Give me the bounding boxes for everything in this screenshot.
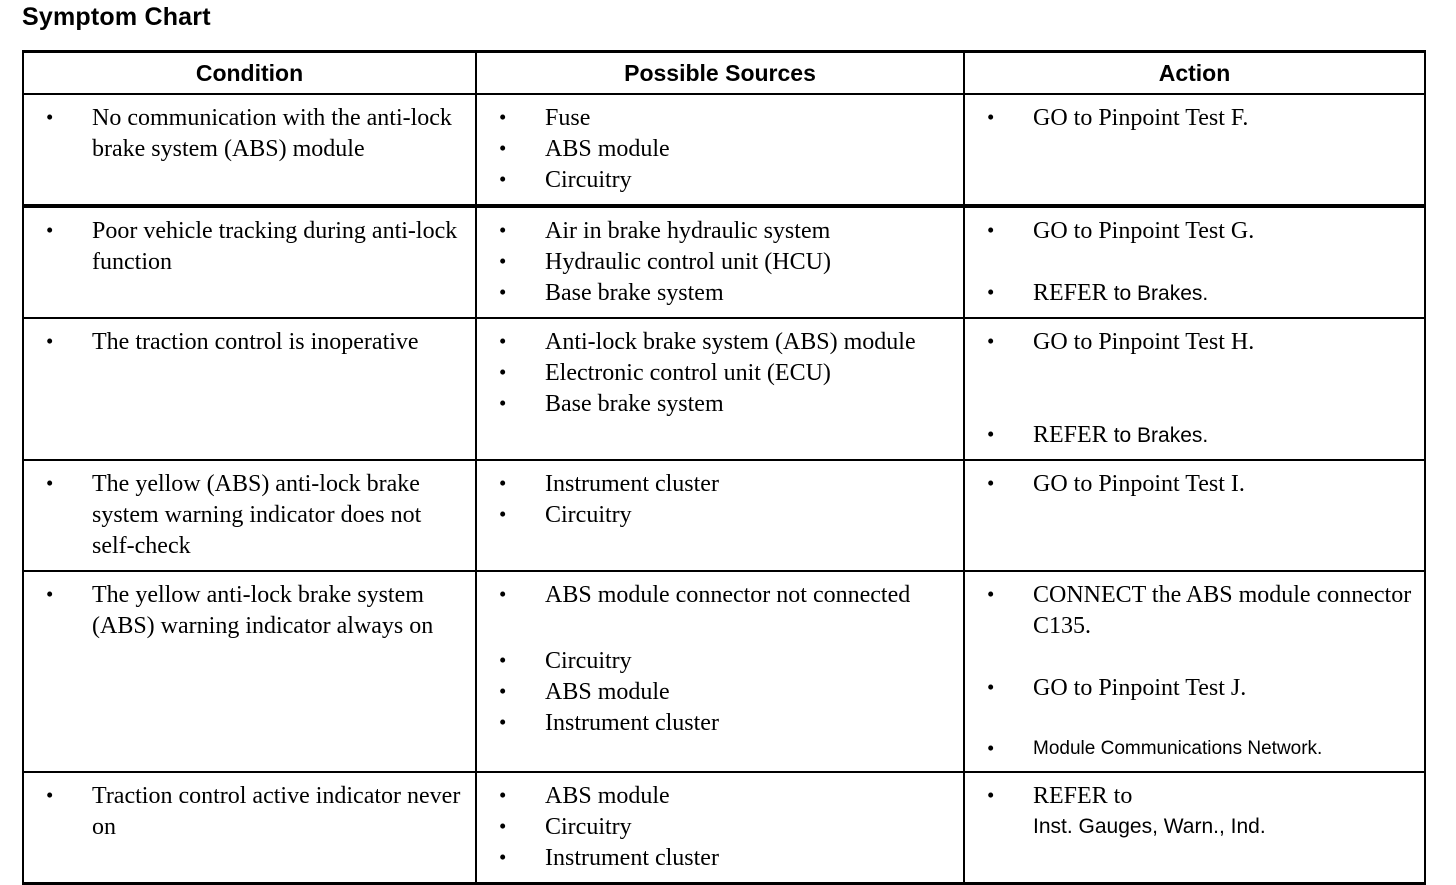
list-item: ABS module: [495, 676, 957, 708]
list-item: No communication with the anti-lock brak…: [42, 102, 469, 165]
list-item: GO to Pinpoint Test G.: [983, 215, 1418, 247]
action-bullet-list: CONNECT the ABS module connector C135. G…: [965, 572, 1424, 771]
cell-action: GO to Pinpoint Test G. REFER to Brakes.: [963, 205, 1426, 319]
list-item: The yellow (ABS) anti-lock brake system …: [42, 468, 469, 562]
list-item: Traction control active indicator never …: [42, 780, 469, 843]
action-bullet-list: REFER to Inst. Gauges, Warn., Ind.: [965, 773, 1424, 850]
list-item: GO to Pinpoint Test J.: [983, 672, 1418, 704]
list-item: Circuitry: [495, 164, 957, 196]
list-item: Circuitry: [495, 499, 957, 531]
list-item: GO to Pinpoint Test H.: [983, 326, 1418, 358]
list-item: Anti-lock brake system (ABS) module: [495, 326, 957, 358]
list-item: Electronic control unit (ECU): [495, 357, 957, 389]
table-header-row: Condition Possible Sources Action: [22, 50, 1426, 95]
list-item: Module Communications Network.: [983, 734, 1418, 763]
cell-possible-sources: ABS module Circuitry Instrument cluster: [475, 771, 965, 885]
list-item: CONNECT the ABS module connector C135.: [983, 579, 1418, 642]
sources-bullet-list: Instrument cluster Circuitry: [477, 461, 963, 539]
table-row: The traction control is inoperative Anti…: [22, 317, 1426, 461]
list-item: Circuitry: [495, 811, 957, 843]
page-title: Symptom Chart: [22, 3, 211, 31]
column-header-action: Action: [963, 50, 1426, 95]
action-refer-label: REFER: [1033, 280, 1108, 306]
sources-bullet-list: ABS module connector not connected Circu…: [477, 572, 963, 747]
cell-condition: Traction control active indicator never …: [22, 771, 477, 885]
condition-bullet-list: The traction control is inoperative: [24, 319, 475, 366]
list-item: Instrument cluster: [495, 842, 957, 874]
list-item: GO to Pinpoint Test F.: [983, 102, 1418, 134]
action-bullet-list: GO to Pinpoint Test F.: [965, 95, 1424, 142]
list-item: ABS module: [495, 133, 957, 165]
action-refer-label: REFER to: [1033, 783, 1133, 809]
list-item: Poor vehicle tracking during anti-lock f…: [42, 215, 469, 278]
symptom-chart-table: Condition Possible Sources Action No com…: [22, 50, 1426, 885]
list-item: Fuse: [495, 102, 957, 134]
cell-condition: The yellow anti-lock brake system (ABS) …: [22, 570, 477, 773]
table-row: No communication with the anti-lock brak…: [22, 93, 1426, 208]
cell-condition: No communication with the anti-lock brak…: [22, 93, 477, 208]
sources-bullet-list: Air in brake hydraulic system Hydraulic …: [477, 208, 963, 317]
action-refer-target: to Brakes.: [1113, 424, 1209, 447]
cell-condition: The traction control is inoperative: [22, 317, 477, 461]
cell-possible-sources: Anti-lock brake system (ABS) module Elec…: [475, 317, 965, 461]
list-item: The yellow anti-lock brake system (ABS) …: [42, 579, 469, 642]
cell-possible-sources: Air in brake hydraulic system Hydraulic …: [475, 205, 965, 319]
cell-action: CONNECT the ABS module connector C135. G…: [963, 570, 1426, 773]
table-row: The yellow (ABS) anti-lock brake system …: [22, 459, 1426, 572]
cell-condition: The yellow (ABS) anti-lock brake system …: [22, 459, 477, 572]
sources-bullet-list: ABS module Circuitry Instrument cluster: [477, 773, 963, 882]
condition-bullet-list: Poor vehicle tracking during anti-lock f…: [24, 208, 475, 286]
list-item: ABS module: [495, 780, 957, 812]
list-item: Instrument cluster: [495, 468, 957, 500]
sources-bullet-list: Fuse ABS module Circuitry: [477, 95, 963, 204]
list-item: Hydraulic control unit (HCU): [495, 246, 957, 278]
list-item: Base brake system: [495, 388, 957, 420]
list-item: Instrument cluster: [495, 707, 957, 739]
table-row: The yellow anti-lock brake system (ABS) …: [22, 570, 1426, 773]
condition-bullet-list: Traction control active indicator never …: [24, 773, 475, 851]
condition-bullet-list: No communication with the anti-lock brak…: [24, 95, 475, 173]
condition-bullet-list: The yellow anti-lock brake system (ABS) …: [24, 572, 475, 650]
column-header-condition: Condition: [22, 50, 477, 95]
cell-possible-sources: Instrument cluster Circuitry: [475, 459, 965, 572]
list-item: ABS module connector not connected: [495, 579, 957, 611]
condition-bullet-list: The yellow (ABS) anti-lock brake system …: [24, 461, 475, 570]
action-refer-target: Inst. Gauges, Warn., Ind.: [1033, 815, 1266, 838]
action-refer-label: REFER: [1033, 422, 1108, 448]
list-item: REFER to Inst. Gauges, Warn., Ind.: [983, 780, 1418, 842]
document-page: Symptom Chart Condition Possible Sources…: [0, 0, 1456, 844]
cell-action: REFER to Inst. Gauges, Warn., Ind.: [963, 771, 1426, 885]
table-row: Poor vehicle tracking during anti-lock f…: [22, 205, 1426, 319]
list-item: Air in brake hydraulic system: [495, 215, 957, 247]
list-item: REFER to Brakes.: [983, 419, 1418, 451]
column-header-possible-sources: Possible Sources: [475, 50, 965, 95]
list-item: Base brake system: [495, 277, 957, 309]
cell-action: GO to Pinpoint Test H. REFER to Brakes.: [963, 317, 1426, 461]
cell-possible-sources: Fuse ABS module Circuitry: [475, 93, 965, 208]
action-refer-target: to Brakes.: [1113, 282, 1209, 305]
cell-action: GO to Pinpoint Test F.: [963, 93, 1426, 208]
sources-bullet-list: Anti-lock brake system (ABS) module Elec…: [477, 319, 963, 428]
action-bullet-list: GO to Pinpoint Test G. REFER to Brakes.: [965, 208, 1424, 317]
action-bullet-list: GO to Pinpoint Test H. REFER to Brakes.: [965, 319, 1424, 459]
cell-action: GO to Pinpoint Test I.: [963, 459, 1426, 572]
cell-possible-sources: ABS module connector not connected Circu…: [475, 570, 965, 773]
table-row: Traction control active indicator never …: [22, 771, 1426, 885]
cell-condition: Poor vehicle tracking during anti-lock f…: [22, 205, 477, 319]
action-bullet-list: GO to Pinpoint Test I.: [965, 461, 1424, 508]
list-item: The traction control is inoperative: [42, 326, 469, 358]
list-item: GO to Pinpoint Test I.: [983, 468, 1418, 500]
list-item: REFER to Brakes.: [983, 277, 1418, 309]
list-item: Circuitry: [495, 645, 957, 677]
